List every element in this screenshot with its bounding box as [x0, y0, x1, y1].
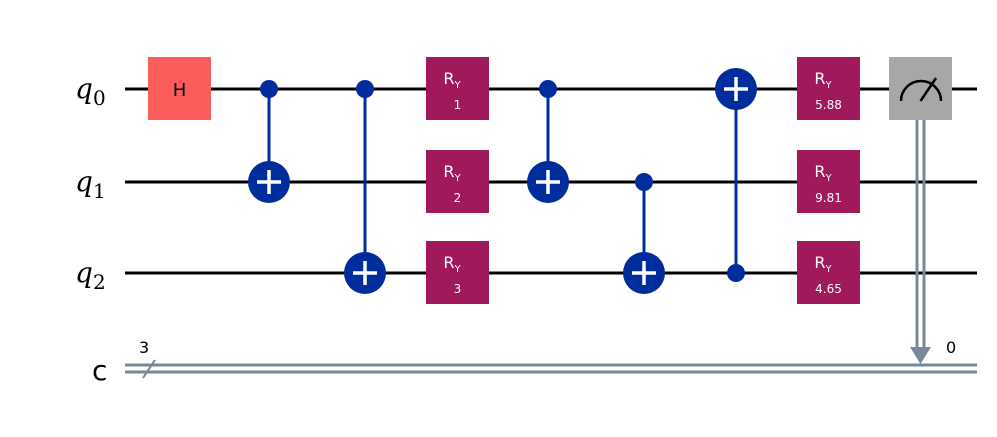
svg-text:3: 3 [454, 282, 462, 296]
svg-text:RY: RY [443, 69, 461, 91]
h-gate-label: H [173, 80, 187, 101]
svg-text:RY: RY [814, 162, 832, 184]
qubit-label-1: q1 [75, 165, 106, 203]
ry-gate-q1-9.81: RY 9.81 [797, 150, 860, 213]
control-dot [635, 173, 653, 191]
cnot-gate-3 [527, 80, 569, 203]
svg-text:RY: RY [443, 253, 461, 275]
qubit-label-0: q0 [75, 72, 106, 110]
control-dot [260, 80, 278, 98]
svg-text:1: 1 [454, 98, 462, 112]
cnot-gate-4 [623, 173, 665, 294]
control-dot [539, 80, 557, 98]
measure-gate [889, 57, 952, 364]
meter-icon [899, 77, 943, 102]
svg-text:4.65: 4.65 [815, 282, 842, 296]
register-bundle-slash [142, 359, 156, 379]
cnot-gate-2 [344, 80, 386, 294]
measure-arrow [910, 347, 931, 364]
ry-gate-q0-1: RY 1 [426, 57, 489, 120]
cnot-gate-1 [248, 80, 290, 203]
cnot-gate-5 [715, 68, 757, 282]
control-dot [727, 264, 745, 282]
svg-text:RY: RY [814, 69, 832, 91]
svg-text:9.81: 9.81 [815, 191, 842, 205]
svg-text:5.88: 5.88 [815, 98, 842, 112]
ry-gate-q2-4.65: RY 4.65 [797, 241, 860, 304]
qubit-label-2: q2 [75, 256, 106, 294]
register-size: 3 [139, 338, 149, 357]
svg-text:RY: RY [814, 253, 832, 275]
ry-gate-q0-5.88: RY 5.88 [797, 57, 860, 120]
control-dot [356, 80, 374, 98]
clbit-index: 0 [946, 338, 956, 357]
ry-gate-q2-3: RY 3 [426, 241, 489, 304]
ry-gate-q1-2: RY 2 [426, 150, 489, 213]
classical-register-label: c [92, 354, 107, 387]
svg-text:2: 2 [454, 191, 462, 205]
h-gate [148, 57, 211, 120]
svg-text:RY: RY [443, 162, 461, 184]
